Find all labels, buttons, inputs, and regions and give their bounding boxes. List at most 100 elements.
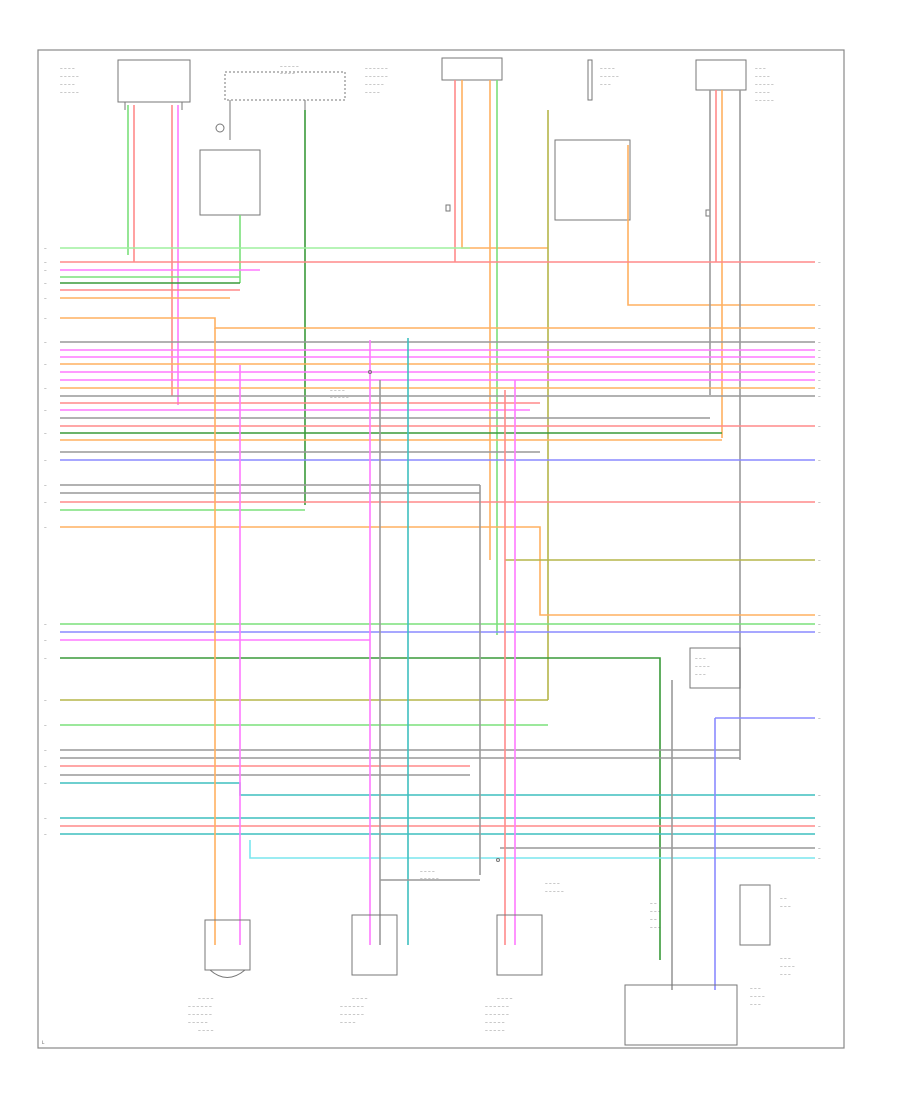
- svg-text:‒ ‒ ‒ ‒: ‒ ‒ ‒ ‒: [280, 71, 295, 76]
- svg-text:‒ ‒ ‒ ‒: ‒ ‒ ‒ ‒: [198, 1029, 214, 1034]
- svg-text:‒ ‒ ‒ ‒ ‒ ‒: ‒ ‒ ‒ ‒ ‒ ‒: [188, 1013, 212, 1018]
- svg-text:‒: ‒: [44, 260, 47, 265]
- svg-text:‒: ‒: [44, 622, 47, 627]
- svg-text:‒: ‒: [44, 698, 47, 703]
- svg-text:‒ ‒ ‒ ‒ ‒ ‒: ‒ ‒ ‒ ‒ ‒ ‒: [485, 1005, 509, 1010]
- svg-text:‒: ‒: [44, 638, 47, 643]
- svg-text:‒ ‒ ‒ ‒ ‒: ‒ ‒ ‒ ‒ ‒: [545, 889, 564, 894]
- svg-text:‒: ‒: [818, 793, 821, 798]
- svg-text:‒ ‒ ‒ ‒ ‒ ‒: ‒ ‒ ‒ ‒ ‒ ‒: [340, 1013, 364, 1018]
- svg-text:‒ ‒ ‒ ‒: ‒ ‒ ‒ ‒: [755, 90, 770, 95]
- top-left-connector: ‒ ‒ ‒ ‒ ‒ ‒ ‒ ‒ ‒ ‒ ‒ ‒ ‒ ‒ ‒ ‒ ‒ ‒: [60, 59, 191, 110]
- svg-text:‒ ‒ ‒ ‒: ‒ ‒ ‒ ‒: [497, 997, 513, 1002]
- svg-text:‒ ‒ ‒ ‒ ‒: ‒ ‒ ‒ ‒ ‒: [600, 74, 619, 79]
- svg-text:‒: ‒: [818, 500, 821, 505]
- svg-text:‒ ‒ ‒ ‒: ‒ ‒ ‒ ‒: [60, 66, 75, 71]
- svg-text:‒ ‒ ‒: ‒ ‒ ‒: [780, 956, 791, 961]
- svg-text:‒ ‒ ‒ ‒ ‒: ‒ ‒ ‒ ‒ ‒: [485, 1021, 505, 1026]
- footer-code: L: [42, 1040, 45, 1045]
- svg-text:‒ ‒ ‒ ‒: ‒ ‒ ‒ ‒: [365, 90, 380, 95]
- vertical-wires-bottom: [214, 328, 716, 990]
- bottom-right-module: ‒ ‒ ‒ ‒ ‒ ‒ ‒ ‒ ‒ ‒ ‒ ‒ ‒ ‒ ‒ ‒ ‒ ‒ ‒ ‒ …: [545, 881, 795, 1046]
- svg-text:‒: ‒: [818, 558, 821, 563]
- svg-text:‒ ‒ ‒ ‒: ‒ ‒ ‒ ‒: [755, 74, 770, 79]
- svg-text:‒ ‒ ‒ ‒ ‒: ‒ ‒ ‒ ‒ ‒: [60, 74, 79, 79]
- svg-text:‒: ‒: [818, 846, 821, 851]
- svg-text:‒ ‒ ‒ ‒ ‒: ‒ ‒ ‒ ‒ ‒: [755, 82, 774, 87]
- left-terminal-labels: ‒ ‒ ‒ ‒ ‒ ‒ ‒ ‒ ‒ ‒ ‒ ‒ ‒ ‒ ‒ ‒ ‒ ‒ ‒ ‒ …: [44, 246, 47, 837]
- svg-text:‒: ‒: [818, 458, 821, 463]
- svg-text:‒ ‒ ‒: ‒ ‒ ‒: [600, 82, 611, 87]
- svg-text:‒: ‒: [818, 260, 821, 265]
- svg-text:‒: ‒: [44, 431, 47, 436]
- svg-text:‒: ‒: [818, 370, 821, 375]
- bottom-connector-left: ‒ ‒ ‒ ‒ ‒ ‒ ‒ ‒ ‒ ‒ ‒ ‒ ‒ ‒ ‒ ‒ ‒ ‒ ‒ ‒ …: [188, 919, 251, 1034]
- svg-text:‒: ‒: [818, 303, 821, 308]
- svg-text:‒ ‒ ‒ ‒: ‒ ‒ ‒ ‒: [352, 997, 368, 1002]
- svg-text:‒: ‒: [44, 816, 47, 821]
- right-middle-component: ‒ ‒ ‒ ‒ ‒ ‒ ‒ ‒ ‒ ‒: [689, 647, 741, 689]
- svg-text:‒: ‒: [44, 246, 47, 251]
- top-relay-module: ‒ ‒ ‒ ‒ ‒ ‒ ‒ ‒ ‒: [199, 64, 346, 216]
- svg-text:‒: ‒: [44, 832, 47, 837]
- svg-text:‒: ‒: [44, 723, 47, 728]
- svg-text:‒ ‒ ‒ ‒: ‒ ‒ ‒ ‒: [600, 66, 615, 71]
- svg-text:‒ ‒ ‒: ‒ ‒ ‒: [750, 1002, 761, 1007]
- svg-text:‒ ‒ ‒ ‒: ‒ ‒ ‒ ‒: [330, 388, 345, 393]
- svg-text:‒ ‒ ‒ ‒: ‒ ‒ ‒ ‒: [340, 1021, 356, 1026]
- top-right-switch: ‒ ‒ ‒ ‒ ‒ ‒ ‒ ‒ ‒ ‒ ‒ ‒: [554, 59, 631, 221]
- svg-text:‒ ‒ ‒: ‒ ‒ ‒: [780, 904, 791, 909]
- svg-text:‒: ‒: [818, 386, 821, 391]
- svg-text:‒ ‒ ‒ ‒ ‒ ‒: ‒ ‒ ‒ ‒ ‒ ‒: [188, 1005, 212, 1010]
- svg-text:‒: ‒: [44, 483, 47, 488]
- svg-text:‒: ‒: [44, 408, 47, 413]
- svg-text:‒: ‒: [44, 296, 47, 301]
- svg-text:‒: ‒: [818, 326, 821, 331]
- svg-text:‒: ‒: [44, 748, 47, 753]
- svg-text:‒ ‒ ‒ ‒ ‒: ‒ ‒ ‒ ‒ ‒: [485, 1029, 505, 1034]
- svg-text:‒ ‒ ‒ ‒ ‒ ‒: ‒ ‒ ‒ ‒ ‒ ‒: [340, 1005, 364, 1010]
- svg-text:‒: ‒: [44, 362, 47, 367]
- svg-text:‒: ‒: [818, 362, 821, 367]
- svg-text:‒ ‒ ‒ ‒ ‒: ‒ ‒ ‒ ‒ ‒: [280, 64, 299, 69]
- svg-text:‒ ‒ ‒ ‒ ‒ ‒: ‒ ‒ ‒ ‒ ‒ ‒: [365, 74, 388, 79]
- svg-text:‒: ‒: [818, 355, 821, 360]
- svg-text:‒ ‒ ‒ ‒ ‒: ‒ ‒ ‒ ‒ ‒: [365, 82, 384, 87]
- bottom-connector-right: ‒ ‒ ‒ ‒ ‒ ‒ ‒ ‒ ‒ ‒ ‒ ‒ ‒ ‒ ‒ ‒ ‒ ‒ ‒ ‒ …: [485, 914, 543, 1034]
- svg-text:‒: ‒: [44, 386, 47, 391]
- svg-text:‒: ‒: [818, 856, 821, 861]
- svg-text:‒: ‒: [818, 340, 821, 345]
- svg-text:‒: ‒: [818, 394, 821, 399]
- svg-text:‒ ‒ ‒ ‒: ‒ ‒ ‒ ‒: [545, 881, 560, 886]
- right-terminal-labels: ‒ ‒ ‒ ‒ ‒ ‒ ‒ ‒ ‒ ‒ ‒ ‒ ‒ ‒ ‒ ‒ ‒ ‒ ‒ ‒ …: [818, 260, 821, 861]
- svg-text:‒: ‒: [818, 716, 821, 721]
- top-center-connector: ‒ ‒ ‒ ‒ ‒ ‒ ‒ ‒ ‒ ‒ ‒ ‒ ‒ ‒ ‒ ‒ ‒ ‒ ‒ ‒ …: [365, 57, 503, 212]
- svg-text:‒ ‒ ‒ ‒ ‒: ‒ ‒ ‒ ‒ ‒: [188, 1021, 208, 1026]
- svg-text:‒ ‒ ‒: ‒ ‒ ‒: [750, 986, 761, 991]
- svg-text:‒ ‒ ‒: ‒ ‒ ‒: [650, 925, 661, 930]
- horizontal-wires: [60, 247, 815, 960]
- svg-text:‒ ‒ ‒ ‒: ‒ ‒ ‒ ‒: [420, 869, 435, 874]
- svg-text:‒: ‒: [44, 781, 47, 786]
- svg-text:‒ ‒ ‒: ‒ ‒ ‒: [695, 656, 706, 661]
- bottom-connector-center: ‒ ‒ ‒ ‒ ‒ ‒ ‒ ‒ ‒ ‒ ‒ ‒ ‒ ‒ ‒ ‒ ‒ ‒ ‒ ‒: [340, 914, 398, 1026]
- svg-text:‒ ‒ ‒ ‒: ‒ ‒ ‒ ‒: [780, 964, 795, 969]
- svg-text:‒: ‒: [44, 268, 47, 273]
- svg-text:‒: ‒: [818, 824, 821, 829]
- svg-text:‒ ‒ ‒ ‒ ‒ ‒: ‒ ‒ ‒ ‒ ‒ ‒: [485, 1013, 509, 1018]
- svg-text:‒ ‒ ‒ ‒ ‒: ‒ ‒ ‒ ‒ ‒: [420, 876, 439, 881]
- svg-text:‒ ‒ ‒ ‒ ‒: ‒ ‒ ‒ ‒ ‒: [60, 90, 79, 95]
- splice-labels: ‒ ‒ ‒ ‒ ‒ ‒ ‒ ‒ ‒ ‒ ‒ ‒ ‒ ‒ ‒ ‒ ‒ ‒: [330, 370, 500, 881]
- svg-text:‒ ‒ ‒ ‒: ‒ ‒ ‒ ‒: [198, 997, 214, 1002]
- svg-text:‒: ‒: [818, 348, 821, 353]
- svg-text:‒ ‒: ‒ ‒: [650, 901, 657, 906]
- svg-text:‒: ‒: [44, 525, 47, 530]
- svg-text:‒: ‒: [44, 764, 47, 769]
- svg-text:‒ ‒ ‒: ‒ ‒ ‒: [650, 909, 661, 914]
- svg-text:‒ ‒ ‒: ‒ ‒ ‒: [780, 972, 791, 977]
- svg-text:‒: ‒: [44, 500, 47, 505]
- svg-text:‒ ‒: ‒ ‒: [780, 896, 787, 901]
- svg-text:‒: ‒: [44, 656, 47, 661]
- svg-text:‒ ‒ ‒ ‒: ‒ ‒ ‒ ‒: [695, 664, 710, 669]
